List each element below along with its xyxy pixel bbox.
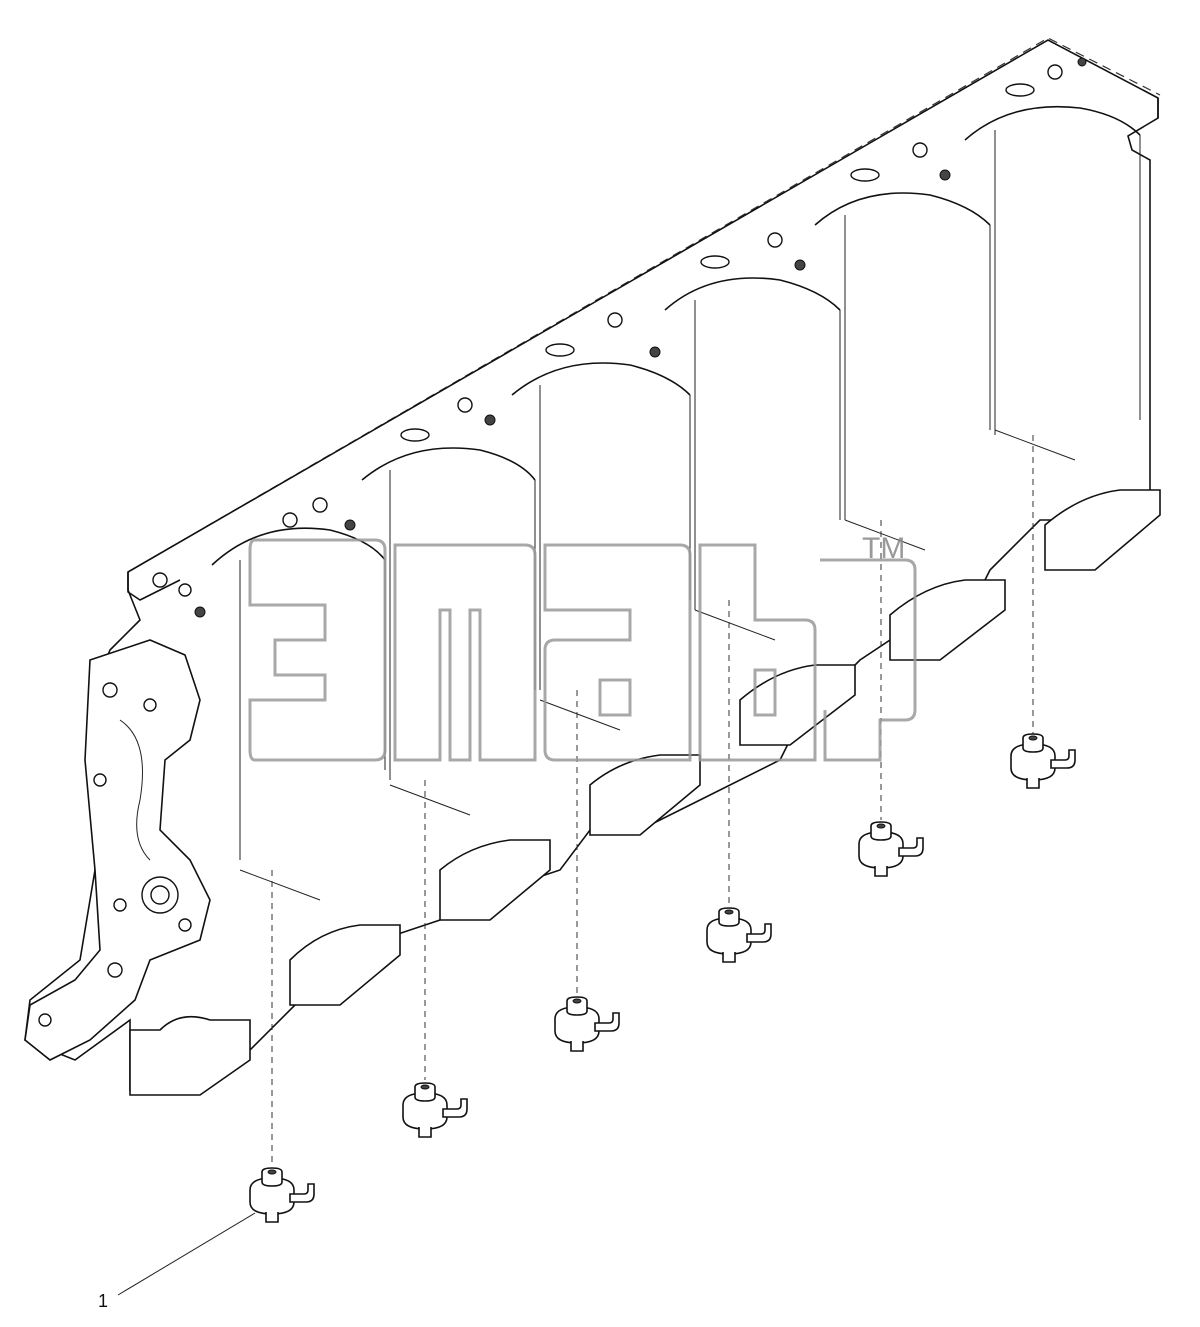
watermark-trademark: TM <box>862 532 905 565</box>
piston-cooling-nozzle <box>1010 733 1076 789</box>
piston-cooling-nozzle <box>858 821 924 877</box>
cylinder-bores <box>211 105 1141 860</box>
piston-cooling-nozzle <box>402 1082 468 1138</box>
main-bearing-bulkheads <box>129 429 1161 1096</box>
watermark-logo: TM <box>248 532 917 762</box>
callout-label: 1 <box>98 1291 108 1311</box>
piston-cooling-nozzle <box>706 907 772 963</box>
cylinder-block <box>24 37 1161 1096</box>
assembly-centerlines <box>271 435 1034 1165</box>
head-bolt-holes <box>152 57 1087 618</box>
piston-cooling-nozzle <box>554 996 620 1052</box>
piston-cooling-nozzles <box>249 733 1076 1223</box>
callout-1: 1 <box>98 1212 256 1311</box>
front-cover-flange <box>24 639 211 1061</box>
piston-cooling-nozzle <box>249 1167 315 1223</box>
